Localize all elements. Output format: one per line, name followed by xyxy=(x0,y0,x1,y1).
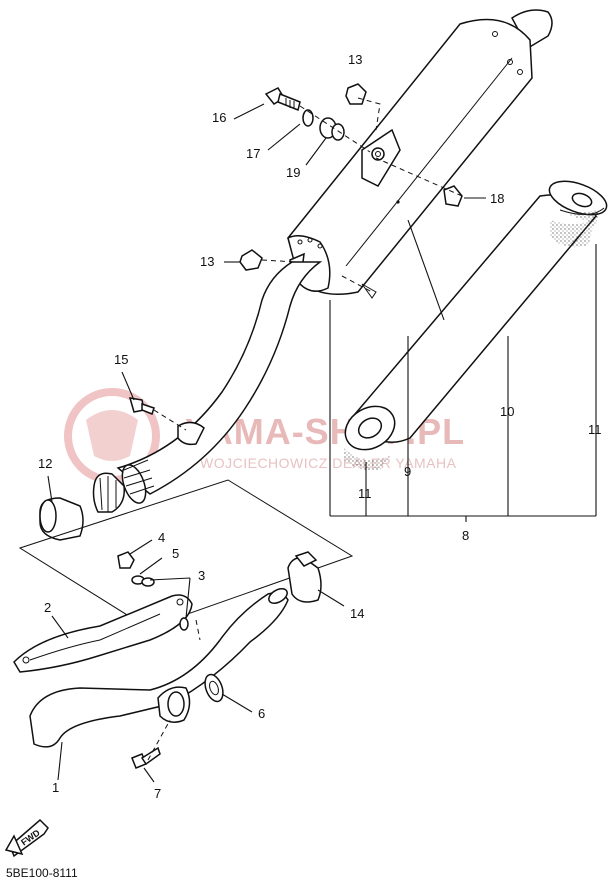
exhaust-pipe xyxy=(13,479,354,769)
callout-10: 10 xyxy=(500,404,514,419)
callout-14: 14 xyxy=(350,606,364,621)
callout-7: 7 xyxy=(154,786,161,801)
callout-17: 17 xyxy=(246,146,260,161)
callout-13-left: 13 xyxy=(200,254,214,269)
callout-16: 16 xyxy=(212,110,226,125)
callout-4: 4 xyxy=(158,530,165,545)
callout-12: 12 xyxy=(38,456,52,471)
callout-8: 8 xyxy=(462,528,469,543)
callout-1: 1 xyxy=(52,780,59,795)
gasket-part xyxy=(39,472,125,541)
callout-6: 6 xyxy=(258,706,265,721)
callout-11-right: 11 xyxy=(588,422,602,437)
callout-19: 19 xyxy=(286,165,300,180)
callout-18: 18 xyxy=(490,191,504,206)
callout-9: 9 xyxy=(404,464,411,479)
callout-11-lower: 11 xyxy=(358,486,372,501)
callout-3: 3 xyxy=(198,568,205,583)
callout-15: 15 xyxy=(114,352,128,367)
catalog-code: 5BE100-8111 xyxy=(6,866,78,880)
mid-pipe xyxy=(116,261,323,504)
watermark-sub-text: WOJCIECHOWICZ DEALER YAMAHA xyxy=(200,455,457,471)
forward-arrow-icon: FWD xyxy=(4,818,49,858)
callouts: 1 2 3 4 5 6 7 8 9 10 11 11 12 13 13 14 1… xyxy=(38,52,602,801)
muffler-shell xyxy=(344,180,608,471)
hardware-upper xyxy=(128,83,463,431)
callout-5: 5 xyxy=(172,546,179,561)
watermark-logo-icon xyxy=(86,410,138,461)
callout-2: 2 xyxy=(44,600,51,615)
leader-lines xyxy=(47,103,597,783)
callout-13-top: 13 xyxy=(348,52,362,67)
